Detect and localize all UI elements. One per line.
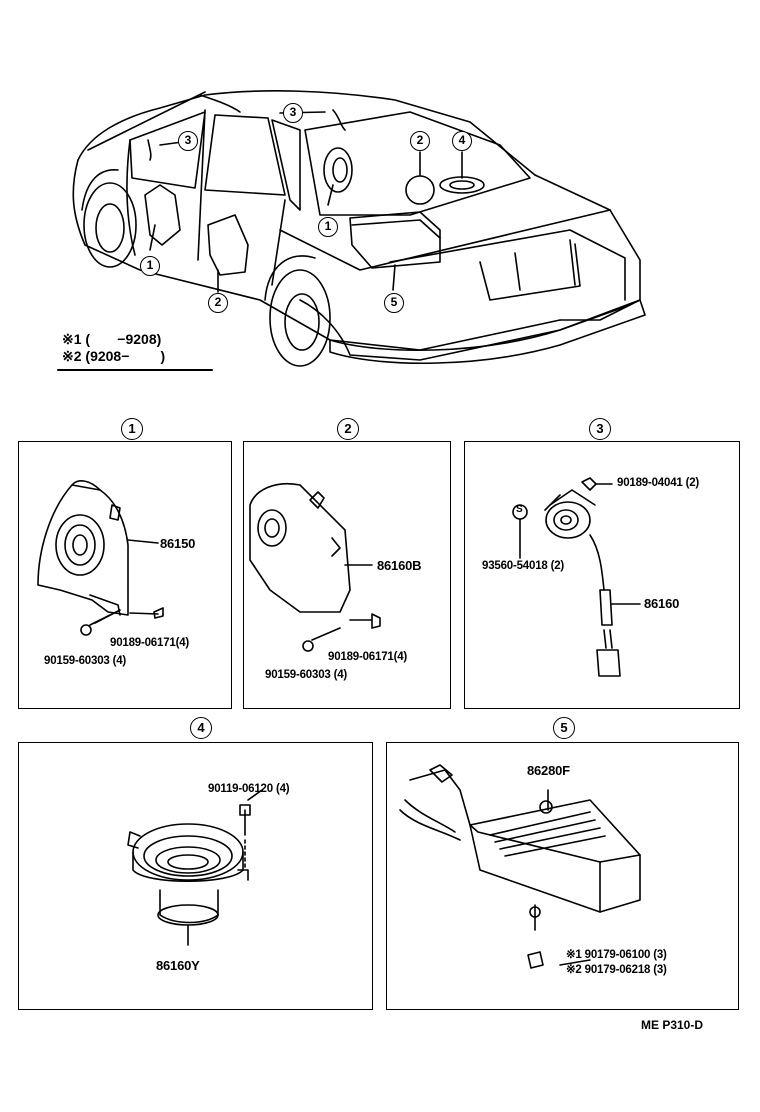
panel-4-number: 4 xyxy=(190,717,212,739)
panel-2-part-speaker: 86160B xyxy=(377,558,422,573)
panel-1-part-clip: 90189-06171(4) xyxy=(110,637,190,649)
panel-3-part-tweeter: 86160 xyxy=(644,596,680,611)
panel-5-part-nut-2: ※2 90179-06218 (3) xyxy=(566,964,667,976)
panel-3-mark-s: S xyxy=(516,504,523,515)
overview-callout-3-front: 3 xyxy=(178,131,198,151)
overview-callout-1-shelf: 1 xyxy=(318,217,338,237)
overview-callout-4-shelf: 4 xyxy=(452,131,472,151)
panel-5-part-amplifier: 86280F xyxy=(527,763,570,778)
panel-1-number: 1 xyxy=(121,418,143,440)
overview-callout-5-amplifier: 5 xyxy=(384,293,404,313)
panel-3-part-screw: 90189-04041 (2) xyxy=(617,477,700,489)
panel-3-part-clip: 93560-54018 (2) xyxy=(482,560,565,572)
panel-2 xyxy=(243,441,451,709)
overview-callout-3-rear: 3 xyxy=(283,103,303,123)
legend-row-2: ※2 (9208− ) xyxy=(62,348,166,364)
panel-1-part-screw: 90159-60303 (4) xyxy=(44,655,127,667)
panel-1-speaker-drawing xyxy=(37,480,164,636)
panel-1 xyxy=(18,441,232,709)
panel-2-part-clip: 90189-06171(4) xyxy=(328,651,408,663)
panel-4-speaker-drawing xyxy=(127,789,263,946)
overview-callout-1-front-door: 1 xyxy=(140,256,160,276)
panel-2-number: 2 xyxy=(337,418,359,440)
legend: ※1 ( −9208) ※2 (9208− ) xyxy=(62,331,165,365)
panel-5 xyxy=(386,742,739,1010)
panel-4-part-speaker: 86160Y xyxy=(156,958,200,973)
car-overview-drawing xyxy=(72,90,646,367)
page-code: ME P310-D xyxy=(641,1018,704,1032)
panel-5-amplifier-drawing xyxy=(399,764,641,969)
panel-5-part-nut-1: ※1 90179-06100 (3) xyxy=(566,949,667,961)
panel-3-number: 3 xyxy=(589,418,611,440)
panel-2-speaker-drawing xyxy=(249,483,381,652)
overview-callout-2-rear-door: 2 xyxy=(208,293,228,313)
panel-2-part-screw: 90159-60303 (4) xyxy=(265,669,348,681)
panel-4-part-bolt: 90119-06120 (4) xyxy=(208,783,290,795)
panel-3 xyxy=(464,441,740,709)
panel-5-number: 5 xyxy=(553,717,575,739)
panel-4 xyxy=(18,742,373,1010)
overview-callout-2-shelf: 2 xyxy=(410,131,430,151)
panel-1-part-speaker: 86150 xyxy=(160,536,196,551)
panel-3-tweeter-drawing xyxy=(512,477,641,677)
legend-row-1: ※1 ( −9208) xyxy=(62,331,162,347)
